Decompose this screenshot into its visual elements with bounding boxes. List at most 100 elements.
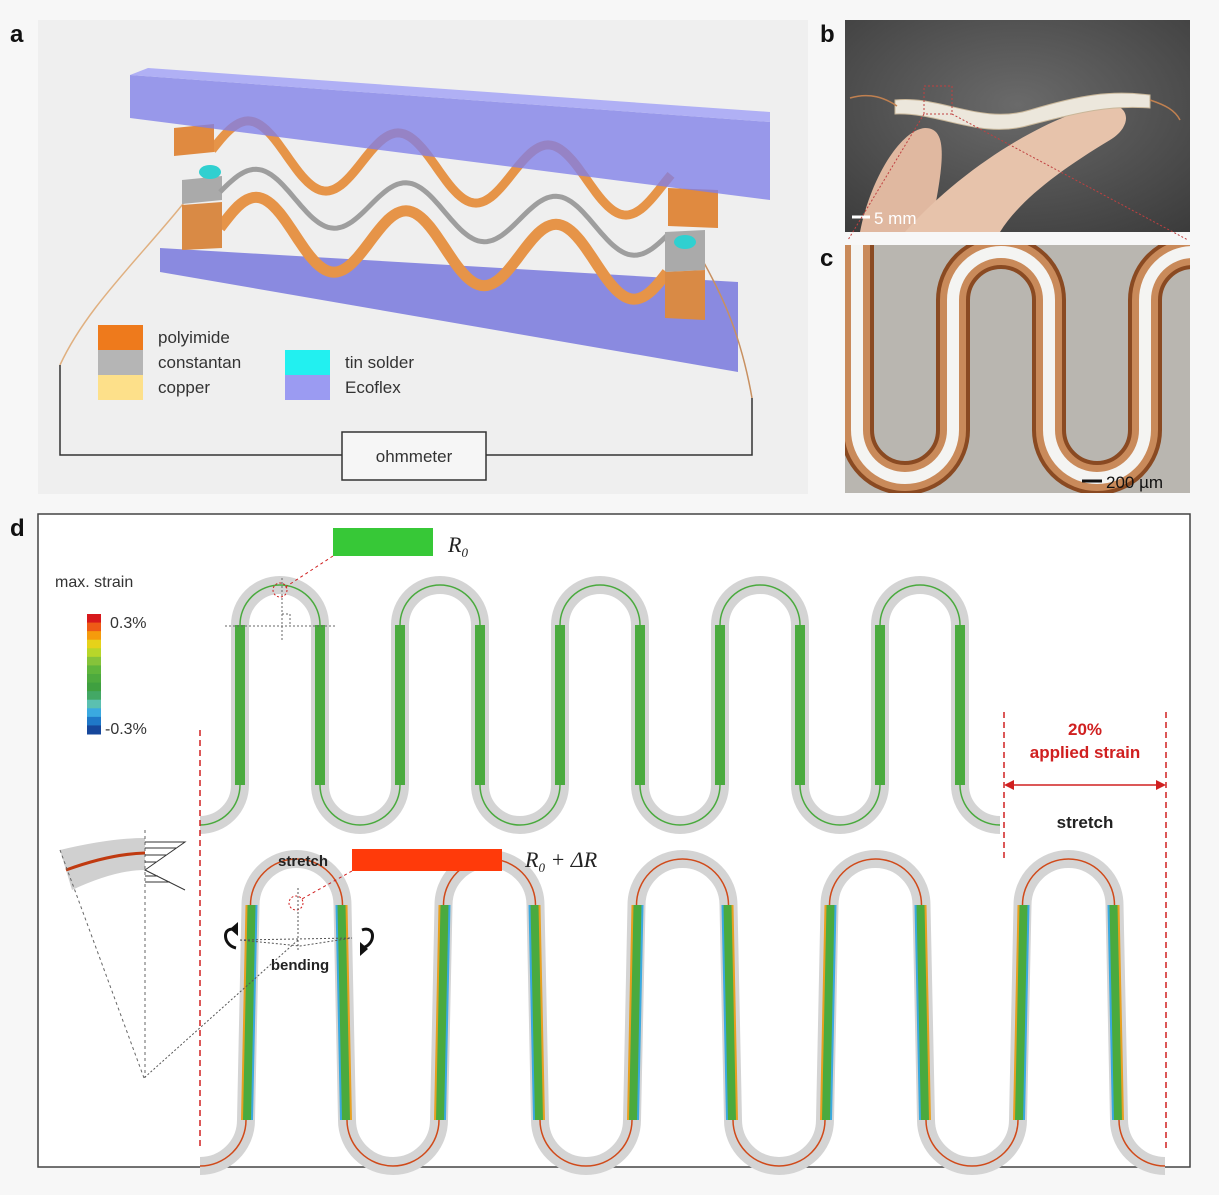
legend-swatch-copper [98, 375, 143, 400]
colorbar-segment [87, 622, 101, 632]
panel-letter-c: c [820, 245, 833, 272]
strain-gradient-edge [830, 904, 837, 1121]
panel-b: b 5 mm [820, 20, 1190, 241]
strain-segment-unstrained [955, 625, 965, 785]
strain-colorbar [87, 614, 101, 735]
strain-gradient-edge [335, 904, 342, 1121]
angle-guide-top [225, 578, 335, 640]
stress-distribution [144, 841, 187, 891]
strain-segment-unstrained [315, 625, 325, 785]
bending-guide [143, 888, 353, 1079]
strain-gradient-edge [627, 904, 634, 1121]
tin-solder-left [199, 165, 221, 179]
colorbar-title: max. strain [55, 574, 133, 591]
constantan-pad-left [182, 176, 222, 204]
strain-segment-unstrained [875, 625, 885, 785]
colorbar-segment [87, 614, 101, 624]
strain-gradient-edge [444, 904, 451, 1121]
strain-segment-unstrained [555, 625, 565, 785]
panel-a: a polyimide constantan copper tin solderEco… [10, 20, 808, 494]
polyimide-trace-bottom [215, 191, 672, 305]
bending-label: bending [271, 957, 329, 974]
strain-gradient-edge [434, 904, 441, 1121]
polyimide-pad-bottom-left [182, 202, 222, 250]
colorbar-segment [87, 674, 101, 684]
strain-segment-unstrained [475, 625, 485, 785]
polyimide-pad-top-left [174, 124, 214, 156]
tin-solder-right [674, 235, 696, 249]
material-legend: polyimide constantan copper tin solderEcofl… [98, 325, 414, 400]
constantan-trace [218, 166, 669, 258]
bending-arrow-left-head [230, 922, 238, 936]
strain-segment-unstrained [795, 625, 805, 785]
zoom-callout-line-bottom [299, 870, 353, 901]
constantan-core [851, 245, 1190, 484]
legend-label: copper [158, 378, 210, 397]
colorbar-segment [87, 708, 101, 718]
colorbar-segment [87, 716, 101, 726]
strain-gradient-edge [1117, 904, 1124, 1121]
zoom-region-top [272, 582, 288, 598]
colorbar-segment [87, 725, 101, 735]
scale-bar-c-label: 200 µm [1106, 473, 1163, 492]
strain-gradient-edge [1013, 904, 1020, 1121]
strain-gradient-edge [721, 904, 728, 1121]
applied-strain-label: applied strain [1030, 743, 1141, 762]
legend-label: Ecoflex [345, 378, 401, 397]
stretch-label-bottom: stretch [278, 853, 328, 870]
sensor-wire [849, 94, 1181, 121]
r0-dr-label: R0 + ΔR [524, 847, 598, 875]
arrow-head-left [1004, 780, 1014, 790]
strain-gradient-edge [345, 904, 352, 1121]
legend-swatch-constantan [98, 350, 143, 375]
colorbar-segment [87, 656, 101, 666]
panel-letter-a: a [10, 21, 24, 48]
legend-label: polyimide [158, 328, 230, 347]
finger-middle [905, 104, 1127, 232]
panel-c: c 200 µm [820, 245, 1190, 493]
legend-swatch-tin-solder [285, 350, 330, 375]
colorbar-min-label: -0.3% [105, 721, 147, 738]
bending-inset [59, 830, 187, 1079]
legend-label: tin solder [345, 353, 414, 372]
sensor-strip [894, 92, 1151, 130]
colorbar-segment [87, 648, 101, 658]
colorbar-segment [87, 682, 101, 692]
colorbar-segment [87, 631, 101, 641]
ohmmeter-box [341, 431, 487, 481]
zoom-region-marker [923, 85, 953, 115]
neutral-axis [65, 851, 146, 872]
legend-swatch-Ecoflex [285, 375, 330, 400]
colorbar-segment [87, 691, 101, 701]
circuit-wire [59, 365, 753, 456]
panel-letter-b: b [820, 21, 835, 48]
zoom-callout-line-top [283, 555, 334, 589]
bending-radius-lines [59, 830, 146, 1079]
strain-segment-unstrained [395, 625, 405, 785]
panel-d: d max. strain 0.3% -0.3% 20% applied str… [10, 513, 1191, 1175]
zoom-region-bottom [288, 895, 304, 911]
strain-gradient-edge [251, 904, 258, 1121]
polyimide-pad-top-right [668, 188, 718, 228]
strain-segment-unstrained [235, 625, 245, 785]
finger-index [860, 128, 942, 232]
legend-label: constantan [158, 353, 241, 372]
colorbar-segment [87, 699, 101, 709]
polyimide-pad-bottom-right [665, 270, 705, 320]
trace-centerline [199, 584, 1001, 826]
strain-gradient-edge [528, 904, 535, 1121]
beam-section [60, 838, 145, 890]
strain-gradient-edge [1107, 904, 1114, 1121]
strain-gradient-edge [914, 904, 921, 1121]
colorbar-segment [87, 665, 101, 675]
strain-gradient-edge [820, 904, 827, 1121]
scale-bar-b-label: 5 mm [874, 209, 917, 228]
colorbar-max-label: 0.3% [110, 615, 146, 632]
colorbar-segment [87, 639, 101, 649]
r0-label: R0 [447, 532, 468, 560]
strain-gradient-edge [731, 904, 738, 1121]
legend-swatch-polyimide [98, 325, 143, 350]
strain-segment-unstrained [715, 625, 725, 785]
strain-gradient-edge [637, 904, 644, 1121]
